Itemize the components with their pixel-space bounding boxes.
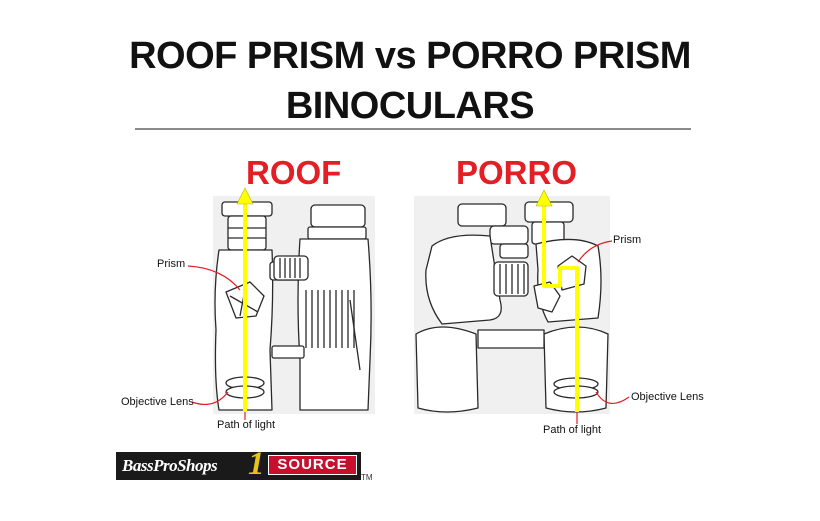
label-pointers xyxy=(187,240,630,424)
porro-heading: PORRO xyxy=(456,154,578,191)
roof-objective-lens-label: Objective Lens xyxy=(121,396,194,408)
logo-name: BassProShops xyxy=(122,456,218,475)
porro-binocular-drawing xyxy=(415,201,609,413)
roof-binocular-drawing xyxy=(214,201,372,411)
roof-prism-label: Prism xyxy=(157,258,186,270)
title-divider xyxy=(135,128,691,130)
roof-path-of-light-label: Path of light xyxy=(217,419,276,431)
porro-prism-label: Prism xyxy=(613,234,642,246)
page-title-line-2: BINOCULARS xyxy=(285,85,535,127)
trademark-mark: TM xyxy=(361,473,373,482)
logo-digit: 1 xyxy=(248,446,265,482)
roof-heading: ROOF xyxy=(246,154,342,191)
porro-objective-lens-label: Objective Lens xyxy=(631,391,704,403)
logo-word: SOURCE xyxy=(268,455,357,475)
porro-light-path xyxy=(542,204,579,412)
roof-arrow-head xyxy=(236,187,254,205)
light-paths xyxy=(243,200,579,412)
page-title-line-1: ROOF PRISM vs PORRO PRISM xyxy=(129,35,691,77)
porro-path-of-light-label: Path of light xyxy=(543,424,602,436)
brand-logo: BassProShops 1 SOURCE xyxy=(116,447,361,481)
porro-arrow-head xyxy=(535,189,553,207)
